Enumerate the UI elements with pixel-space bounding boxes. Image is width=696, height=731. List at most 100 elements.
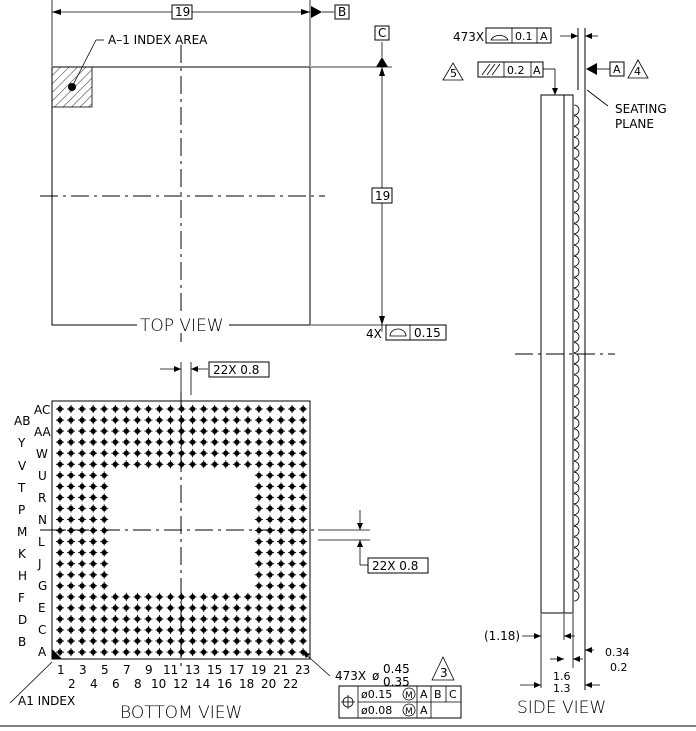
svg-text:11: 11: [163, 663, 178, 677]
solder-ball: [77, 481, 87, 491]
solder-ball: [132, 448, 142, 458]
solder-ball: [110, 614, 120, 624]
datum-a-side: A: [613, 63, 621, 76]
side-ball: [573, 558, 580, 569]
solder-ball: [265, 437, 275, 447]
solder-ball: [210, 404, 220, 414]
solder-ball: [132, 625, 142, 635]
solder-ball: [88, 559, 98, 569]
solder-ball: [287, 459, 297, 469]
solder-ball: [254, 647, 264, 657]
solder-ball: [55, 614, 65, 624]
flatness-value: 0.15: [414, 326, 441, 340]
solder-ball: [265, 470, 275, 480]
solder-ball: [232, 448, 242, 458]
solder-ball: [132, 603, 142, 613]
solder-ball: [210, 459, 220, 469]
solder-ball: [232, 415, 242, 425]
solder-ball: [188, 459, 198, 469]
note-3: 3: [440, 666, 448, 680]
solder-ball: [254, 415, 264, 425]
svg-text:0.2: 0.2: [507, 64, 525, 77]
svg-text:A: A: [38, 645, 47, 659]
solder-ball: [77, 492, 87, 502]
svg-text:B: B: [18, 635, 26, 649]
solder-ball: [55, 581, 65, 591]
solder-ball: [254, 581, 264, 591]
solder-ball: [298, 559, 308, 569]
solder-ball: [265, 625, 275, 635]
solder-ball: [55, 625, 65, 635]
solder-ball: [243, 459, 253, 469]
solder-ball: [166, 459, 175, 469]
solder-ball: [77, 592, 87, 602]
solder-ball: [177, 625, 187, 635]
solder-ball: [88, 426, 98, 436]
solder-ball: [99, 625, 109, 635]
svg-text:A: A: [420, 704, 428, 717]
side-ball: [573, 201, 580, 213]
solder-ball: [199, 448, 209, 458]
solder-ball: [66, 470, 76, 480]
solder-ball: [166, 625, 175, 635]
svg-text:E: E: [38, 601, 46, 615]
solder-ball: [77, 426, 87, 436]
svg-text:21: 21: [273, 663, 288, 677]
solder-ball: [121, 437, 131, 447]
solder-ball: [287, 537, 297, 547]
solder-ball: [298, 515, 308, 524]
solder-ball: [77, 437, 87, 447]
solder-ball: [110, 592, 120, 602]
side-ball: [573, 406, 580, 418]
solder-ball: [276, 537, 286, 547]
solder-ball: [88, 415, 98, 425]
solder-ball: [232, 614, 242, 624]
side-ball-column: [573, 104, 580, 602]
solder-ball: [243, 647, 253, 657]
svg-text:C: C: [449, 688, 457, 701]
solder-ball: [243, 592, 253, 602]
svg-text:7: 7: [123, 663, 131, 677]
side-ball: [573, 212, 580, 224]
solder-ball: [66, 437, 76, 447]
svg-text:9: 9: [145, 663, 153, 677]
svg-text:13: 13: [185, 663, 200, 677]
solder-ball: [298, 404, 308, 414]
svg-text:U: U: [38, 469, 47, 483]
solder-ball: [77, 625, 87, 635]
solder-ball: [287, 448, 297, 458]
solder-ball: [276, 503, 286, 513]
svg-text:17: 17: [229, 663, 244, 677]
solder-ball: [243, 625, 253, 635]
solder-ball: [88, 515, 98, 524]
side-ball: [573, 450, 580, 462]
solder-ball: [132, 437, 142, 447]
svg-text:A: A: [420, 688, 428, 701]
solder-ball: [77, 537, 87, 547]
solder-ball: [55, 559, 65, 569]
solder-ball: [77, 581, 87, 591]
profile-count: 473X: [453, 30, 484, 44]
solder-ball: [143, 459, 153, 469]
solder-ball: [166, 647, 175, 657]
solder-ball: [254, 515, 264, 524]
solder-ball: [188, 636, 198, 646]
svg-text:Y: Y: [17, 436, 26, 450]
solder-ball: [143, 636, 153, 646]
solder-ball: [287, 603, 297, 613]
svg-text:2: 2: [68, 677, 76, 691]
side-ball: [573, 590, 580, 602]
solder-ball: [55, 548, 65, 558]
svg-text:V: V: [18, 459, 27, 473]
solder-ball: [199, 404, 209, 414]
solder-ball: [243, 636, 253, 646]
svg-text:1: 1: [57, 663, 65, 677]
solder-ball: [121, 647, 131, 657]
side-ball: [573, 342, 580, 354]
solder-ball: [66, 537, 76, 547]
svg-text:H: H: [18, 569, 27, 583]
svg-text:D: D: [18, 613, 27, 627]
solder-ball: [99, 415, 109, 425]
side-ball: [573, 547, 580, 559]
solder-ball: [210, 603, 220, 613]
